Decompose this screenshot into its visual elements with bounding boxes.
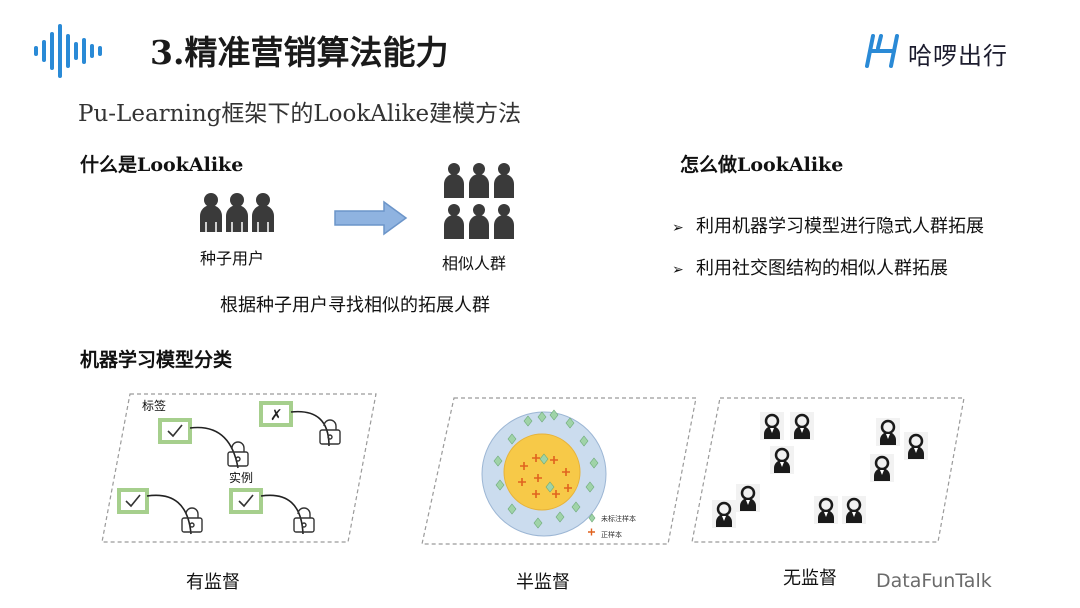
tag-label: 标签 xyxy=(142,399,167,413)
how-to-heading: 怎么做LookAlike xyxy=(680,154,844,176)
instance-lock-icon xyxy=(293,507,315,533)
semi-supervised-diagram xyxy=(421,397,697,545)
user-icon xyxy=(902,430,930,462)
svg-text:✗: ✗ xyxy=(270,406,283,424)
h-logo-icon xyxy=(865,34,899,68)
semi-supervised-caption: 半监督 xyxy=(516,572,570,593)
instance-lock-icon xyxy=(227,441,249,467)
company-name: 哈啰出行 xyxy=(908,42,1008,70)
bullet-arrow-icon: ➢ xyxy=(672,262,684,278)
seed-users-icon xyxy=(200,193,274,232)
user-icon xyxy=(812,494,840,526)
user-icon xyxy=(734,482,762,514)
label-check-icon xyxy=(158,418,239,469)
instance-lock-icon xyxy=(181,507,203,533)
legend-positive: 正样本 xyxy=(601,531,622,539)
unsupervised-caption: 无监督 xyxy=(783,568,837,589)
similar-crowd-icon xyxy=(444,163,514,239)
seed-users-label: 种子用户 xyxy=(200,249,265,268)
bullet-item: ➢利用机器学习模型进行隐式人群拓展 xyxy=(672,216,984,237)
slide-title: 3.精准营销算法能力 xyxy=(150,33,449,72)
ml-types-heading: 机器学习模型分类 xyxy=(80,349,233,371)
user-icon xyxy=(868,452,896,484)
label-cross-icon: ✗ xyxy=(259,401,330,447)
instance-label: 实例 xyxy=(229,471,254,485)
waveform-icon xyxy=(34,24,102,78)
user-icon xyxy=(710,498,738,530)
user-icon xyxy=(758,410,786,442)
bullet-item: ➢利用社交图结构的相似人群拓展 xyxy=(672,258,948,279)
supervised-caption: 有监督 xyxy=(186,572,240,593)
user-icon xyxy=(874,416,902,448)
lookalike-description: 根据种子用户寻找相似的拓展人群 xyxy=(220,295,490,316)
what-is-heading: 什么是LookAlike xyxy=(80,154,244,176)
bullet-arrow-icon: ➢ xyxy=(672,220,684,236)
instance-lock-icon xyxy=(319,419,341,445)
supervised-diagram: ✗ xyxy=(101,393,377,543)
slide-subtitle: Pu-Learning框架下的LookAlike建模方法 xyxy=(78,101,522,127)
label-check-icon xyxy=(229,488,304,535)
user-icon xyxy=(788,410,816,442)
watermark: DataFunTalk xyxy=(876,570,992,592)
similar-crowd-label: 相似人群 xyxy=(442,254,507,273)
legend-unlabeled: 未标注样本 xyxy=(601,515,636,523)
user-icon xyxy=(840,494,868,526)
user-icon xyxy=(768,444,796,476)
right-arrow-icon xyxy=(334,200,408,236)
label-check-icon xyxy=(117,488,192,535)
unsupervised-diagram xyxy=(691,397,965,543)
